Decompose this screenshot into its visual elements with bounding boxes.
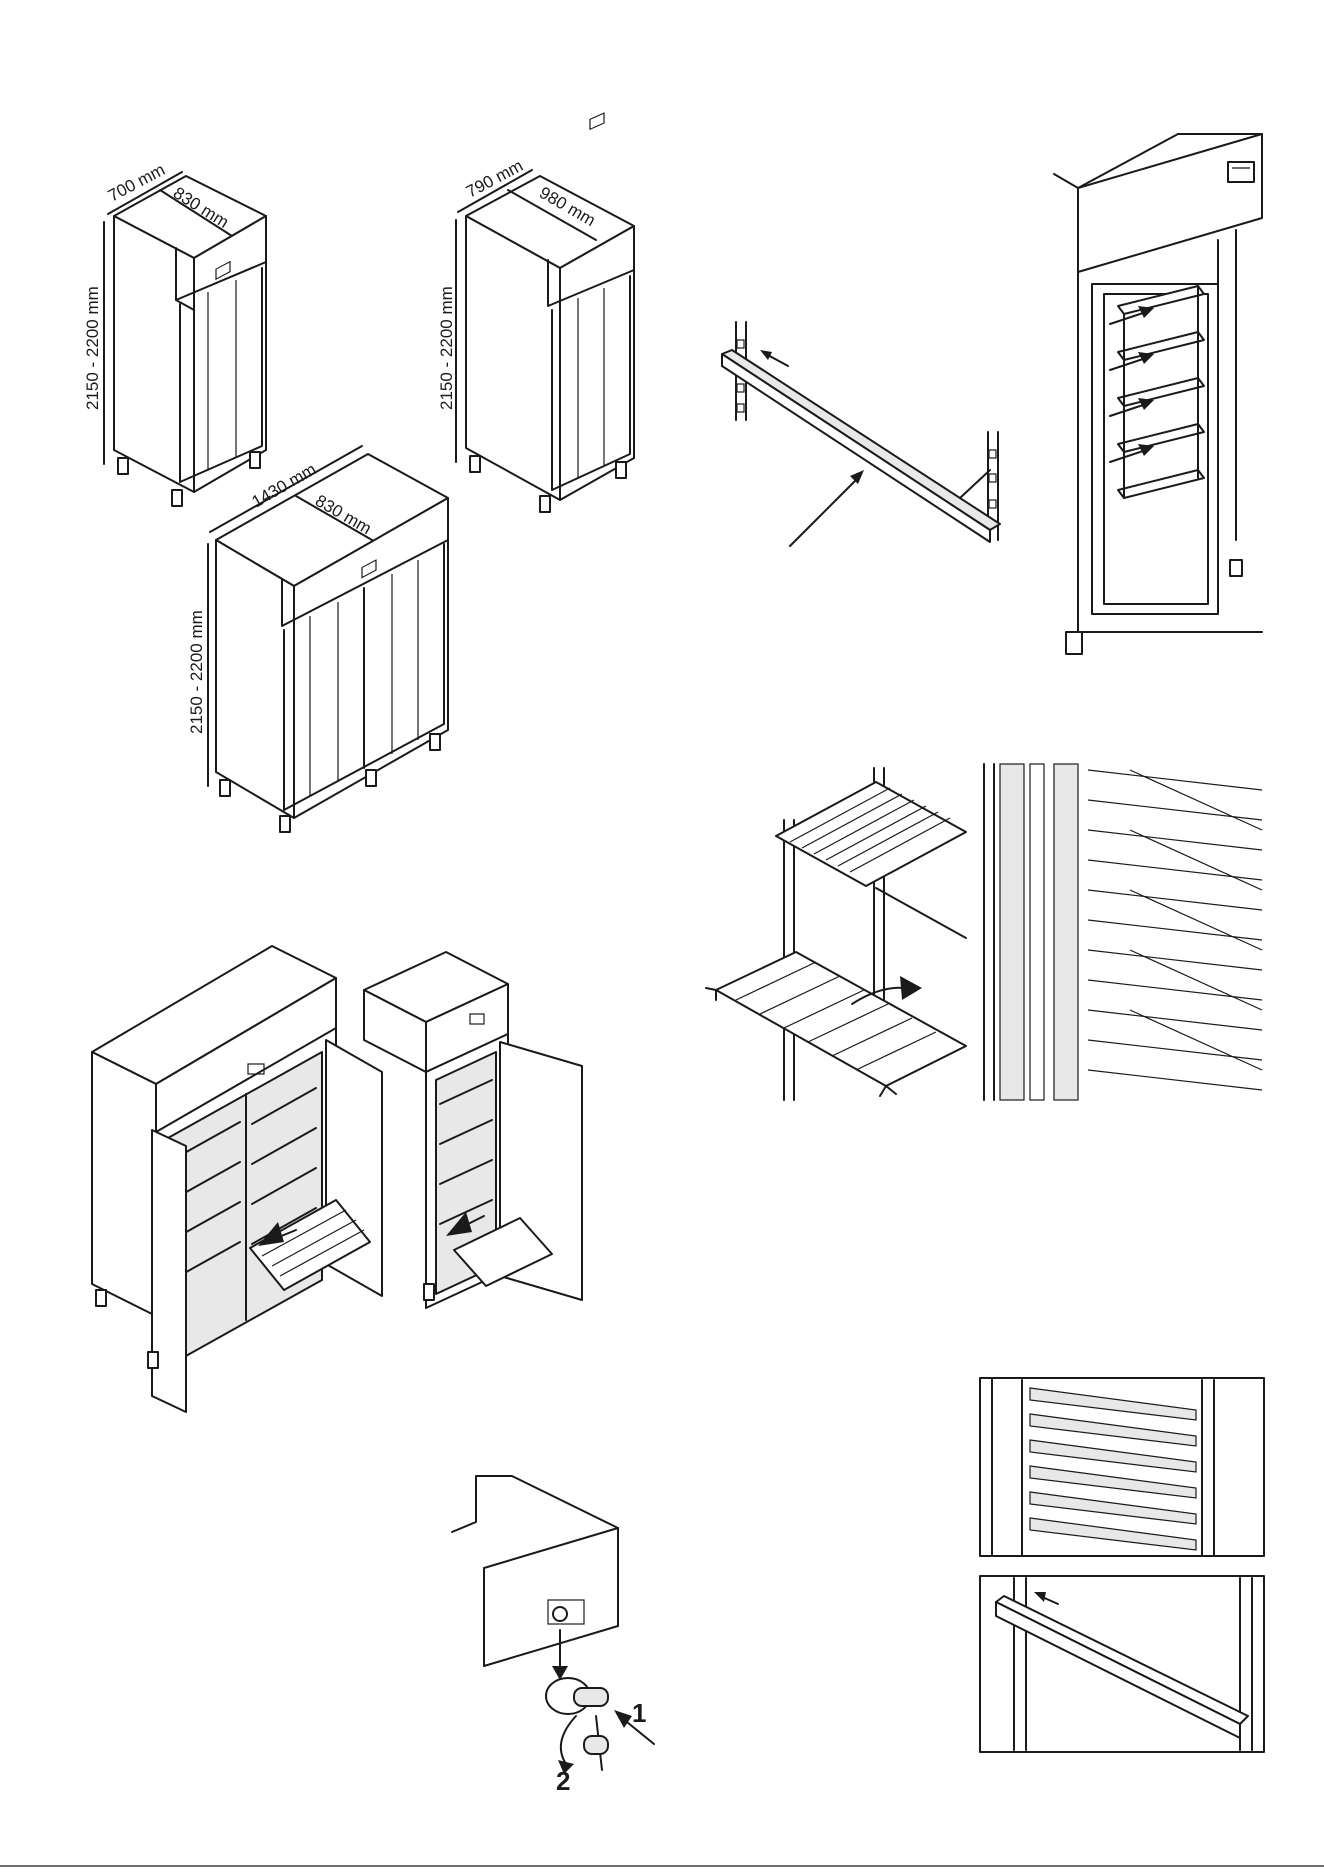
key [574,1688,608,1706]
wire-rack-closeup [1088,770,1262,1090]
control-display [1228,162,1254,182]
lower-grid-shelf [706,952,966,1096]
key-lock-figure: 1 2 [452,1476,654,1796]
step-2-label: 2 [556,1766,570,1796]
step-1-label: 1 [632,1698,646,1728]
height-label: 2150 - 2200 mm [437,286,456,410]
upper-grid-shelf [776,782,966,938]
guide-rail-closeup-top [980,1378,1264,1556]
height-label: 2150 - 2200 mm [83,286,102,410]
cabinet-790-dimension-figure: 790 mm 980 mm 2150 - 2200 mm [437,113,634,512]
height-label: 2150 - 2200 mm [187,610,206,734]
cabinet-1430-dimension-figure: 1430 mm 830 mm 2150 - 2200 mm [187,446,448,832]
cabinet-interior-rails-figure [1054,134,1262,654]
rail-insertion-figure [722,322,1000,546]
insert-direction-arrow [790,478,858,546]
cabinet-700-dimension-figure: 700 mm 830 mm 2150 - 2200 mm [83,160,266,506]
open-cabinets-shelving-figure [92,946,582,1412]
key-head [584,1736,608,1754]
rotate-arrow [561,1716,576,1764]
lock-cylinder [553,1607,567,1621]
left-door [152,1130,186,1412]
rail-bar [722,350,1000,530]
grid-shelf-insertion-figure [706,764,1262,1100]
guide-rail-closeup-bottom [980,1576,1264,1752]
